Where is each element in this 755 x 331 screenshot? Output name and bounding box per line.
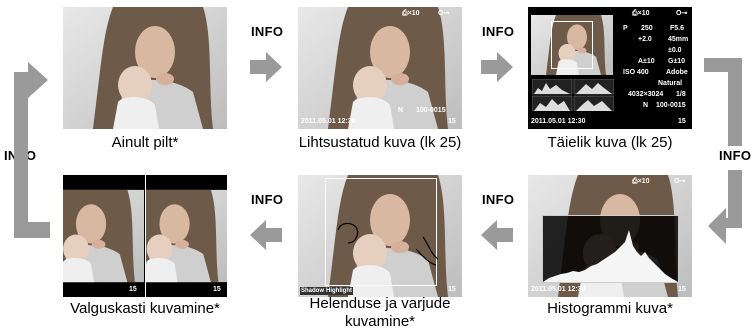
lightbox-left-photo (63, 175, 144, 297)
frame-guide (325, 178, 437, 286)
color-space: Adobe (666, 69, 688, 76)
frame-number: 15 (448, 286, 456, 293)
wb-amber: A±10 (638, 58, 655, 65)
caption-highlight-shadow: Helenduse ja varjude kuvamine* (309, 295, 451, 330)
lightbox-right-photo (145, 175, 227, 297)
screen-overall: ⎙×10 O⊸ P 250 F5.6 +2.0 45mm ±0.0 A±10 G… (528, 7, 692, 129)
arrow-right-icon (481, 52, 513, 82)
loop-arrow-up-icon (14, 62, 50, 238)
file-number: 100-0015 (656, 102, 686, 109)
frame-number: 15 (448, 118, 456, 125)
histogram-graph (543, 230, 678, 282)
rgb-histograms (532, 79, 614, 111)
thumbnail-photo (531, 15, 613, 75)
caption-simplified: Lihtsustatud kuva (lk 25) (298, 134, 462, 151)
frame-number: 15 (129, 286, 137, 293)
iso: ISO 400 (623, 69, 649, 76)
quality-badge: N (398, 107, 404, 114)
shadow-label: Shadow (300, 287, 326, 295)
screen-histogram: ⎙×10 O⊸ 2011.05.01 12:30 15 (528, 175, 692, 297)
frame-number: 15 (678, 286, 686, 293)
info-label: INFO (251, 192, 284, 207)
flash-compensation: ±0.0 (668, 47, 682, 54)
caption-histogram: Histogrammi kuva* (547, 300, 673, 317)
print-reserve-count: ⎙×10 (402, 10, 420, 17)
info-label: INFO (482, 24, 515, 39)
caption-overall: Täielik kuva (lk 25) (547, 134, 673, 151)
datetime: 2011.05.01 12:30 (531, 118, 586, 125)
file-number: 100-0015 (416, 107, 446, 114)
loop-arrow-down-icon (704, 58, 742, 244)
screen-highlight-shadow: Shadow Highlight 15 (298, 175, 462, 297)
frame-number: 15 (678, 118, 686, 125)
af-frame (551, 21, 593, 69)
focal-length: 45mm (668, 36, 689, 43)
sample-photo (63, 7, 227, 129)
caption-image-only: Ainult pilt* (111, 134, 179, 151)
compression: 1/8 (676, 91, 686, 98)
screen-simplified: ⎙×10 O⊸ N 100-0015 2011.05.01 12:30 15 (298, 7, 462, 129)
info-label: INFO (482, 192, 515, 207)
protect-icon: O⊸ (438, 10, 450, 17)
info-label: INFO (251, 24, 284, 39)
datetime: 2011.05.01 12:30 (531, 286, 586, 293)
info-label: INFO (719, 148, 752, 163)
frame-number: 15 (213, 286, 221, 293)
picture-mode: Natural (658, 80, 683, 87)
histogram-panel (542, 215, 679, 283)
shooting-mode: P (623, 25, 628, 32)
arrow-left-icon (250, 220, 282, 250)
protect-icon: O⊸ (674, 178, 686, 185)
quality-badge: N (643, 102, 649, 109)
exposure-compensation: +2.0 (638, 36, 652, 43)
highlight-label: Highlight (325, 287, 353, 295)
arrow-left-icon (481, 220, 513, 250)
print-reserve-count: ⎙×10 (632, 178, 650, 185)
wb-green: G±10 (668, 58, 686, 65)
screen-image-only (63, 7, 227, 129)
caption-lightbox: Valguskasti kuvamine* (70, 300, 220, 317)
screen-lightbox: 15 15 (63, 175, 227, 297)
highlight-shadow-outlines (337, 222, 439, 266)
aperture: F5.6 (670, 25, 685, 32)
protect-icon: O⊸ (676, 10, 688, 17)
shutter-speed: 250 (641, 25, 653, 32)
print-reserve-count: ⎙×10 (632, 10, 650, 17)
datetime: 2011.05.01 12:30 (301, 118, 356, 125)
arrow-right-icon (250, 52, 282, 82)
resolution: 4032×3024 (628, 91, 664, 98)
